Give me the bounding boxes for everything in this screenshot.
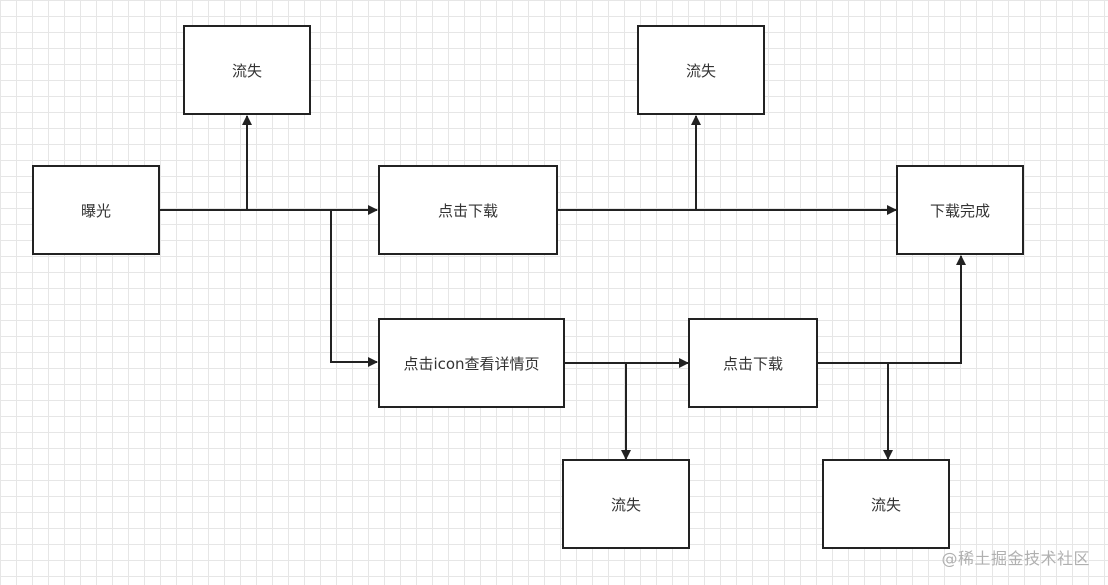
edge-click-download-bottom-to-complete [817,255,966,364]
node-exposure: 曝光 [32,165,160,255]
node-churn-4: 流失 [822,459,950,549]
node-click-download-bottom: 点击下载 [688,318,818,408]
edge-exposure-to-click-icon [330,210,378,367]
watermark: @稀土掘金技术社区 [941,549,1090,568]
node-click-icon-detail: 点击icon查看详情页 [378,318,565,408]
node-click-download-top: 点击下载 [378,165,558,255]
node-churn-1: 流失 [183,25,311,115]
node-churn-3: 流失 [562,459,690,549]
node-churn-2: 流失 [637,25,765,115]
edge-exposure-to-churn-1 [220,115,252,211]
node-download-complete: 下载完成 [896,165,1024,255]
